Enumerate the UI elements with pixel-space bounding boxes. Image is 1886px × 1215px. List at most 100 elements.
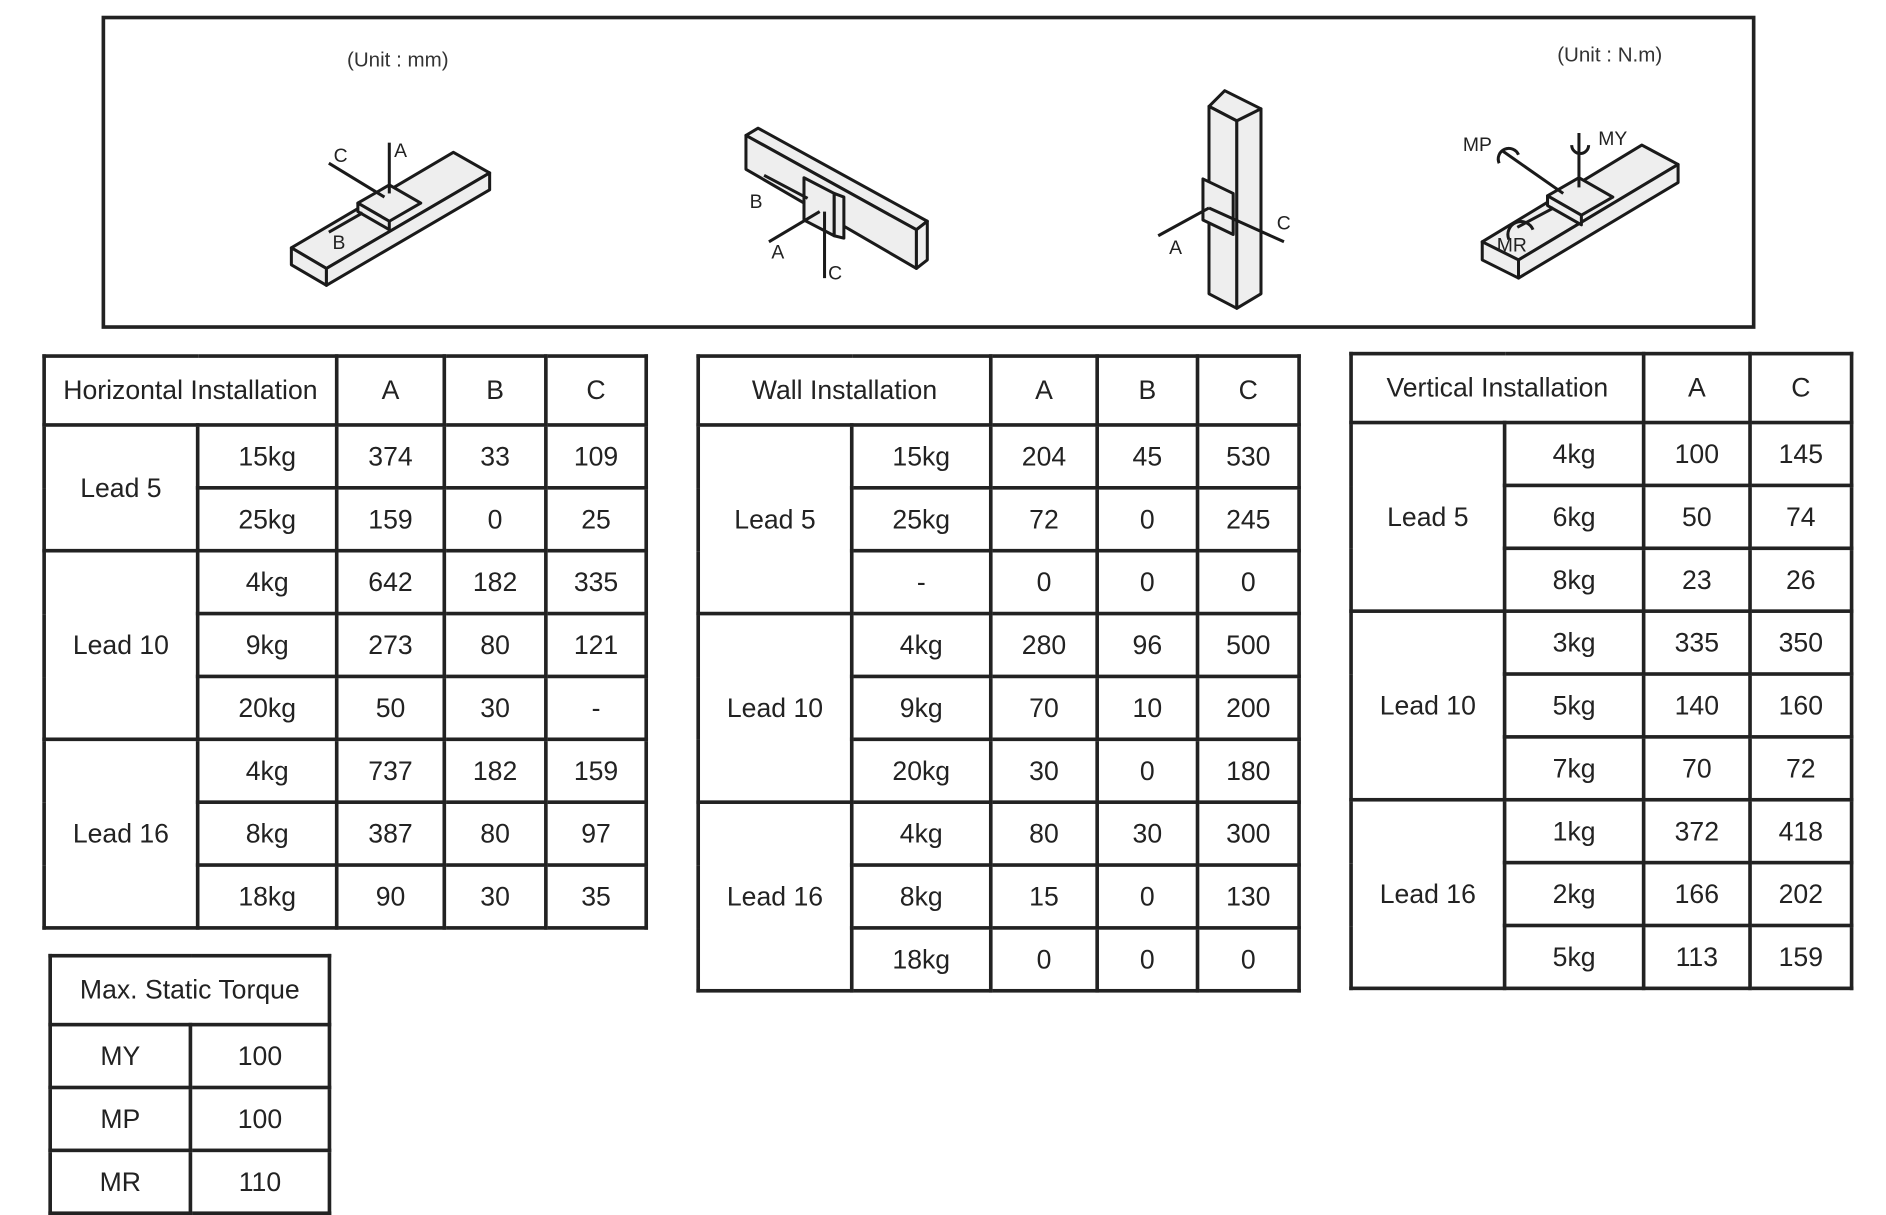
value-cell: 97 [544, 800, 649, 867]
torque-table-title: Max. Static Torque [48, 953, 332, 1027]
load-cell: 4kg [195, 737, 339, 804]
lead-label: Lead 16 [1349, 797, 1507, 991]
column-header: C [1195, 354, 1301, 427]
value-cell: 72 [988, 486, 1099, 553]
load-cell: 18kg [849, 926, 993, 993]
value-cell: 280 [988, 611, 1099, 679]
load-cell: 25kg [849, 486, 993, 553]
value-cell: - [544, 674, 649, 742]
installation-diagrams-panel [101, 15, 1756, 329]
column-header: A [1641, 351, 1752, 425]
svg-text:MY: MY [1598, 128, 1627, 150]
vertical-rail-diagram: A C [1157, 89, 1291, 310]
torque-diagram: MP MY MR [1463, 128, 1680, 280]
svg-text:MR: MR [1497, 234, 1527, 256]
column-header: A [334, 354, 447, 427]
value-cell: 0 [988, 548, 1099, 616]
value-cell: 145 [1748, 420, 1854, 488]
lead-label: Lead 16 [696, 800, 854, 993]
value-cell: 160 [1748, 672, 1854, 739]
table-title: Horizontal Installation [42, 354, 339, 427]
value-cell: 0 [1195, 926, 1301, 993]
value-cell: 0 [442, 486, 548, 553]
installation-diagrams: C A B B A C A C [289, 89, 1680, 310]
value-cell: 273 [334, 611, 447, 679]
value-cell: 530 [1195, 423, 1301, 490]
value-cell: 0 [1095, 548, 1200, 616]
load-cell: 1kg [1502, 797, 1646, 865]
svg-text:C: C [1277, 213, 1291, 235]
value-cell: 70 [1641, 735, 1752, 802]
value-cell: 35 [544, 863, 649, 930]
value-cell: 80 [442, 800, 548, 867]
value-cell: 15 [988, 863, 1099, 930]
unit-mm-label: (Unit : mm) [346, 48, 449, 72]
value-cell: 350 [1748, 609, 1854, 676]
value-cell: 387 [334, 800, 447, 867]
load-cell: 20kg [849, 737, 993, 804]
load-cell: 18kg [195, 863, 339, 930]
lead-label: Lead 10 [696, 611, 854, 804]
lead-label: Lead 5 [1349, 420, 1507, 613]
value-cell: 245 [1195, 486, 1301, 553]
value-cell: 0 [988, 926, 1099, 993]
value-cell: 70 [988, 674, 1099, 742]
value-cell: 45 [1095, 423, 1200, 490]
table-title: Wall Installation [696, 354, 993, 427]
load-cell: 15kg [195, 423, 339, 490]
load-cell: - [849, 548, 993, 616]
lead-label: Lead 5 [696, 423, 854, 616]
load-cell: 8kg [195, 800, 339, 867]
lead-label: Lead 5 [42, 423, 200, 553]
svg-text:MP: MP [1463, 134, 1492, 156]
value-cell: 100 [1641, 420, 1752, 488]
svg-text:C: C [828, 262, 842, 284]
torque-value: 110 [188, 1148, 332, 1215]
svg-text:B: B [750, 191, 763, 213]
value-cell: 80 [988, 800, 1099, 867]
column-header: C [544, 354, 649, 427]
value-cell: 74 [1748, 483, 1854, 551]
value-cell: 166 [1641, 860, 1752, 928]
lead-label: Lead 10 [42, 548, 200, 742]
value-cell: 25 [544, 486, 649, 553]
value-cell: 335 [1641, 609, 1752, 676]
load-cell: 15kg [849, 423, 993, 490]
value-cell: 300 [1195, 800, 1301, 867]
value-cell: 182 [442, 737, 548, 804]
value-cell: 121 [544, 611, 649, 679]
load-cell: 4kg [849, 800, 993, 867]
value-cell: 23 [1641, 546, 1752, 613]
wall-rail-diagram: B A C [744, 126, 929, 284]
svg-text:A: A [771, 242, 784, 264]
value-cell: 90 [334, 863, 447, 930]
load-cell: 5kg [1502, 672, 1646, 739]
load-cell: 20kg [195, 674, 339, 742]
value-cell: 159 [334, 486, 447, 553]
value-cell: 30 [1095, 800, 1200, 867]
value-cell: 159 [544, 737, 649, 804]
torque-name: MP [48, 1085, 193, 1153]
svg-text:C: C [334, 145, 348, 167]
load-cell: 4kg [1502, 420, 1646, 488]
column-header: A [988, 354, 1099, 427]
load-cell: 6kg [1502, 483, 1646, 551]
unit-nm-label: (Unit : N.m) [1557, 43, 1663, 67]
value-cell: 182 [442, 548, 548, 616]
